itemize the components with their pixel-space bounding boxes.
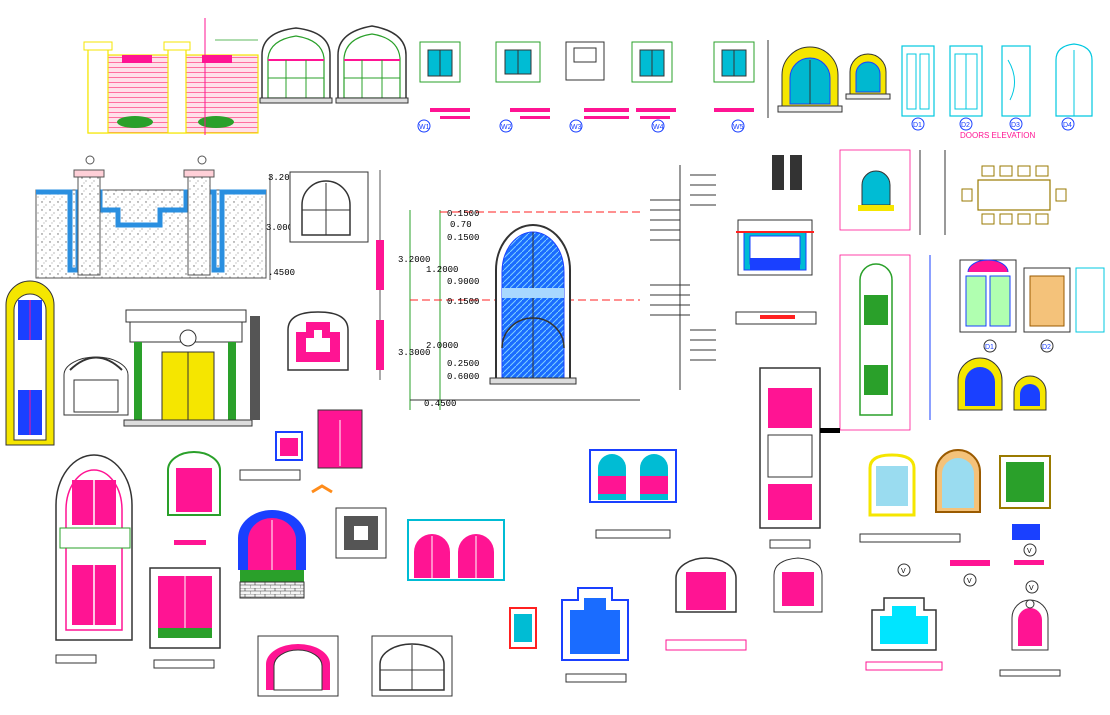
pointed-arch-window-right (335, 25, 409, 104)
arched-magenta-window-far-right (999, 599, 1061, 677)
arched-window-fanlight (289, 170, 384, 380)
entrance-porch-elevation (63, 309, 260, 427)
window-w2 (495, 41, 550, 119)
tag-d2: D2 (961, 122, 970, 129)
pointed-arch-window-left (259, 27, 333, 104)
arched-windows-bottom-right (859, 449, 1051, 566)
planter-arched-window (238, 510, 306, 599)
doors-elevation-title: DOORS ELEVATION (960, 131, 1035, 140)
dim-main-left-bot: 3.3000 (398, 348, 430, 358)
window-tags: W1 W2 W3 W4 W5 (417, 119, 745, 133)
small-grid-window-red (509, 607, 537, 649)
door-d4 (1055, 43, 1093, 117)
tall-arched-window-bottom-left (55, 454, 133, 664)
door-d2 (949, 45, 983, 117)
door-d3 (1001, 45, 1031, 117)
small-magenta-windows-cluster (239, 409, 363, 494)
hex-tag-1: V (901, 568, 906, 575)
tag-w2: W2 (501, 124, 512, 131)
dim-r0: 0.1500 (447, 209, 479, 219)
window-w3 (565, 41, 629, 119)
tag-d1-lower: D1 (985, 344, 994, 351)
dim-wall-top: 3.200 (268, 173, 295, 183)
hex-tag-3: V (1027, 548, 1032, 555)
ornate-magenta-window-upper (287, 311, 349, 371)
tag-w4: W4 (653, 124, 664, 131)
dim-r5: 0.1500 (447, 297, 479, 307)
arched-magenta-window-center (665, 557, 747, 651)
boundary-wall-elevation-top (83, 18, 259, 135)
main-arched-window-section: 3.2000 3.3000 0.1500 0.70 0.1500 1.2000 … (398, 209, 640, 410)
ornate-small-window (735, 155, 817, 325)
rect-magenta-window-bottom (149, 567, 221, 669)
double-arched-window-blue-ornate (589, 449, 677, 539)
dim-r6: 2.0000 (426, 341, 458, 351)
door-tags: D1 D2 D3 D4 (911, 117, 1075, 131)
dim-main-base: 0.4500 (424, 399, 456, 409)
tag-w1: W1 (419, 124, 430, 131)
round-arch-window-small (845, 53, 891, 100)
window-w4 (631, 41, 676, 119)
hex-tag-2: V (967, 578, 972, 585)
stepped-blue-window (561, 587, 629, 683)
tag-d1: D1 (913, 122, 922, 129)
tall-arched-window-left (5, 280, 55, 446)
round-arch-window-large (777, 46, 843, 113)
dim-main-left-top: 3.2000 (398, 255, 430, 265)
dining-table-plan (961, 165, 1067, 225)
small-window-magenta-right (773, 557, 823, 613)
tall-ornate-window-center (759, 367, 840, 549)
stair-section (650, 165, 716, 390)
dim-r1: 0.70 (450, 220, 472, 230)
arched-magenta-window-frame (167, 451, 221, 545)
tag-d2-lower: D2 (1042, 344, 1051, 351)
dim-r4: 0.9000 (447, 277, 479, 287)
hex-tag-4: V (1029, 585, 1034, 592)
arched-window-bottom-pair (257, 635, 453, 697)
tall-window-dimensioned (839, 149, 946, 431)
hex-tags: V V V V (897, 543, 1039, 594)
window-w5 (713, 40, 769, 118)
tag-d3: D3 (1011, 122, 1020, 129)
doors-elevation-lower: D1 D2 (959, 259, 1105, 353)
dim-wall-bot: .4500 (268, 268, 295, 278)
tag-w5: W5 (733, 124, 744, 131)
stepped-cyan-window (865, 597, 943, 671)
door-d1 (901, 45, 935, 117)
dim-r7: 0.2500 (447, 359, 479, 369)
dim-r3: 1.2000 (426, 265, 458, 275)
square-window-gray (335, 507, 387, 559)
arched-windows-lower-right (957, 357, 1047, 411)
doors-elevation: D1 D2 D3 D4 DOORS ELEVATION (901, 43, 1093, 140)
tag-d4: D4 (1063, 122, 1072, 129)
double-arched-window-cyan (407, 519, 505, 581)
dim-r2: 0.1500 (447, 233, 479, 243)
window-elevations-w1-w5: W1 W2 W3 W4 W5 (417, 40, 769, 133)
window-w1 (419, 41, 470, 119)
boundary-wall-elevation-stippled: 3.200 3.0000 .4500 (35, 155, 298, 280)
dim-wall-mid: 3.0000 (266, 223, 298, 233)
tag-w3: W3 (571, 124, 582, 131)
dim-r8: 0.6000 (447, 372, 479, 382)
